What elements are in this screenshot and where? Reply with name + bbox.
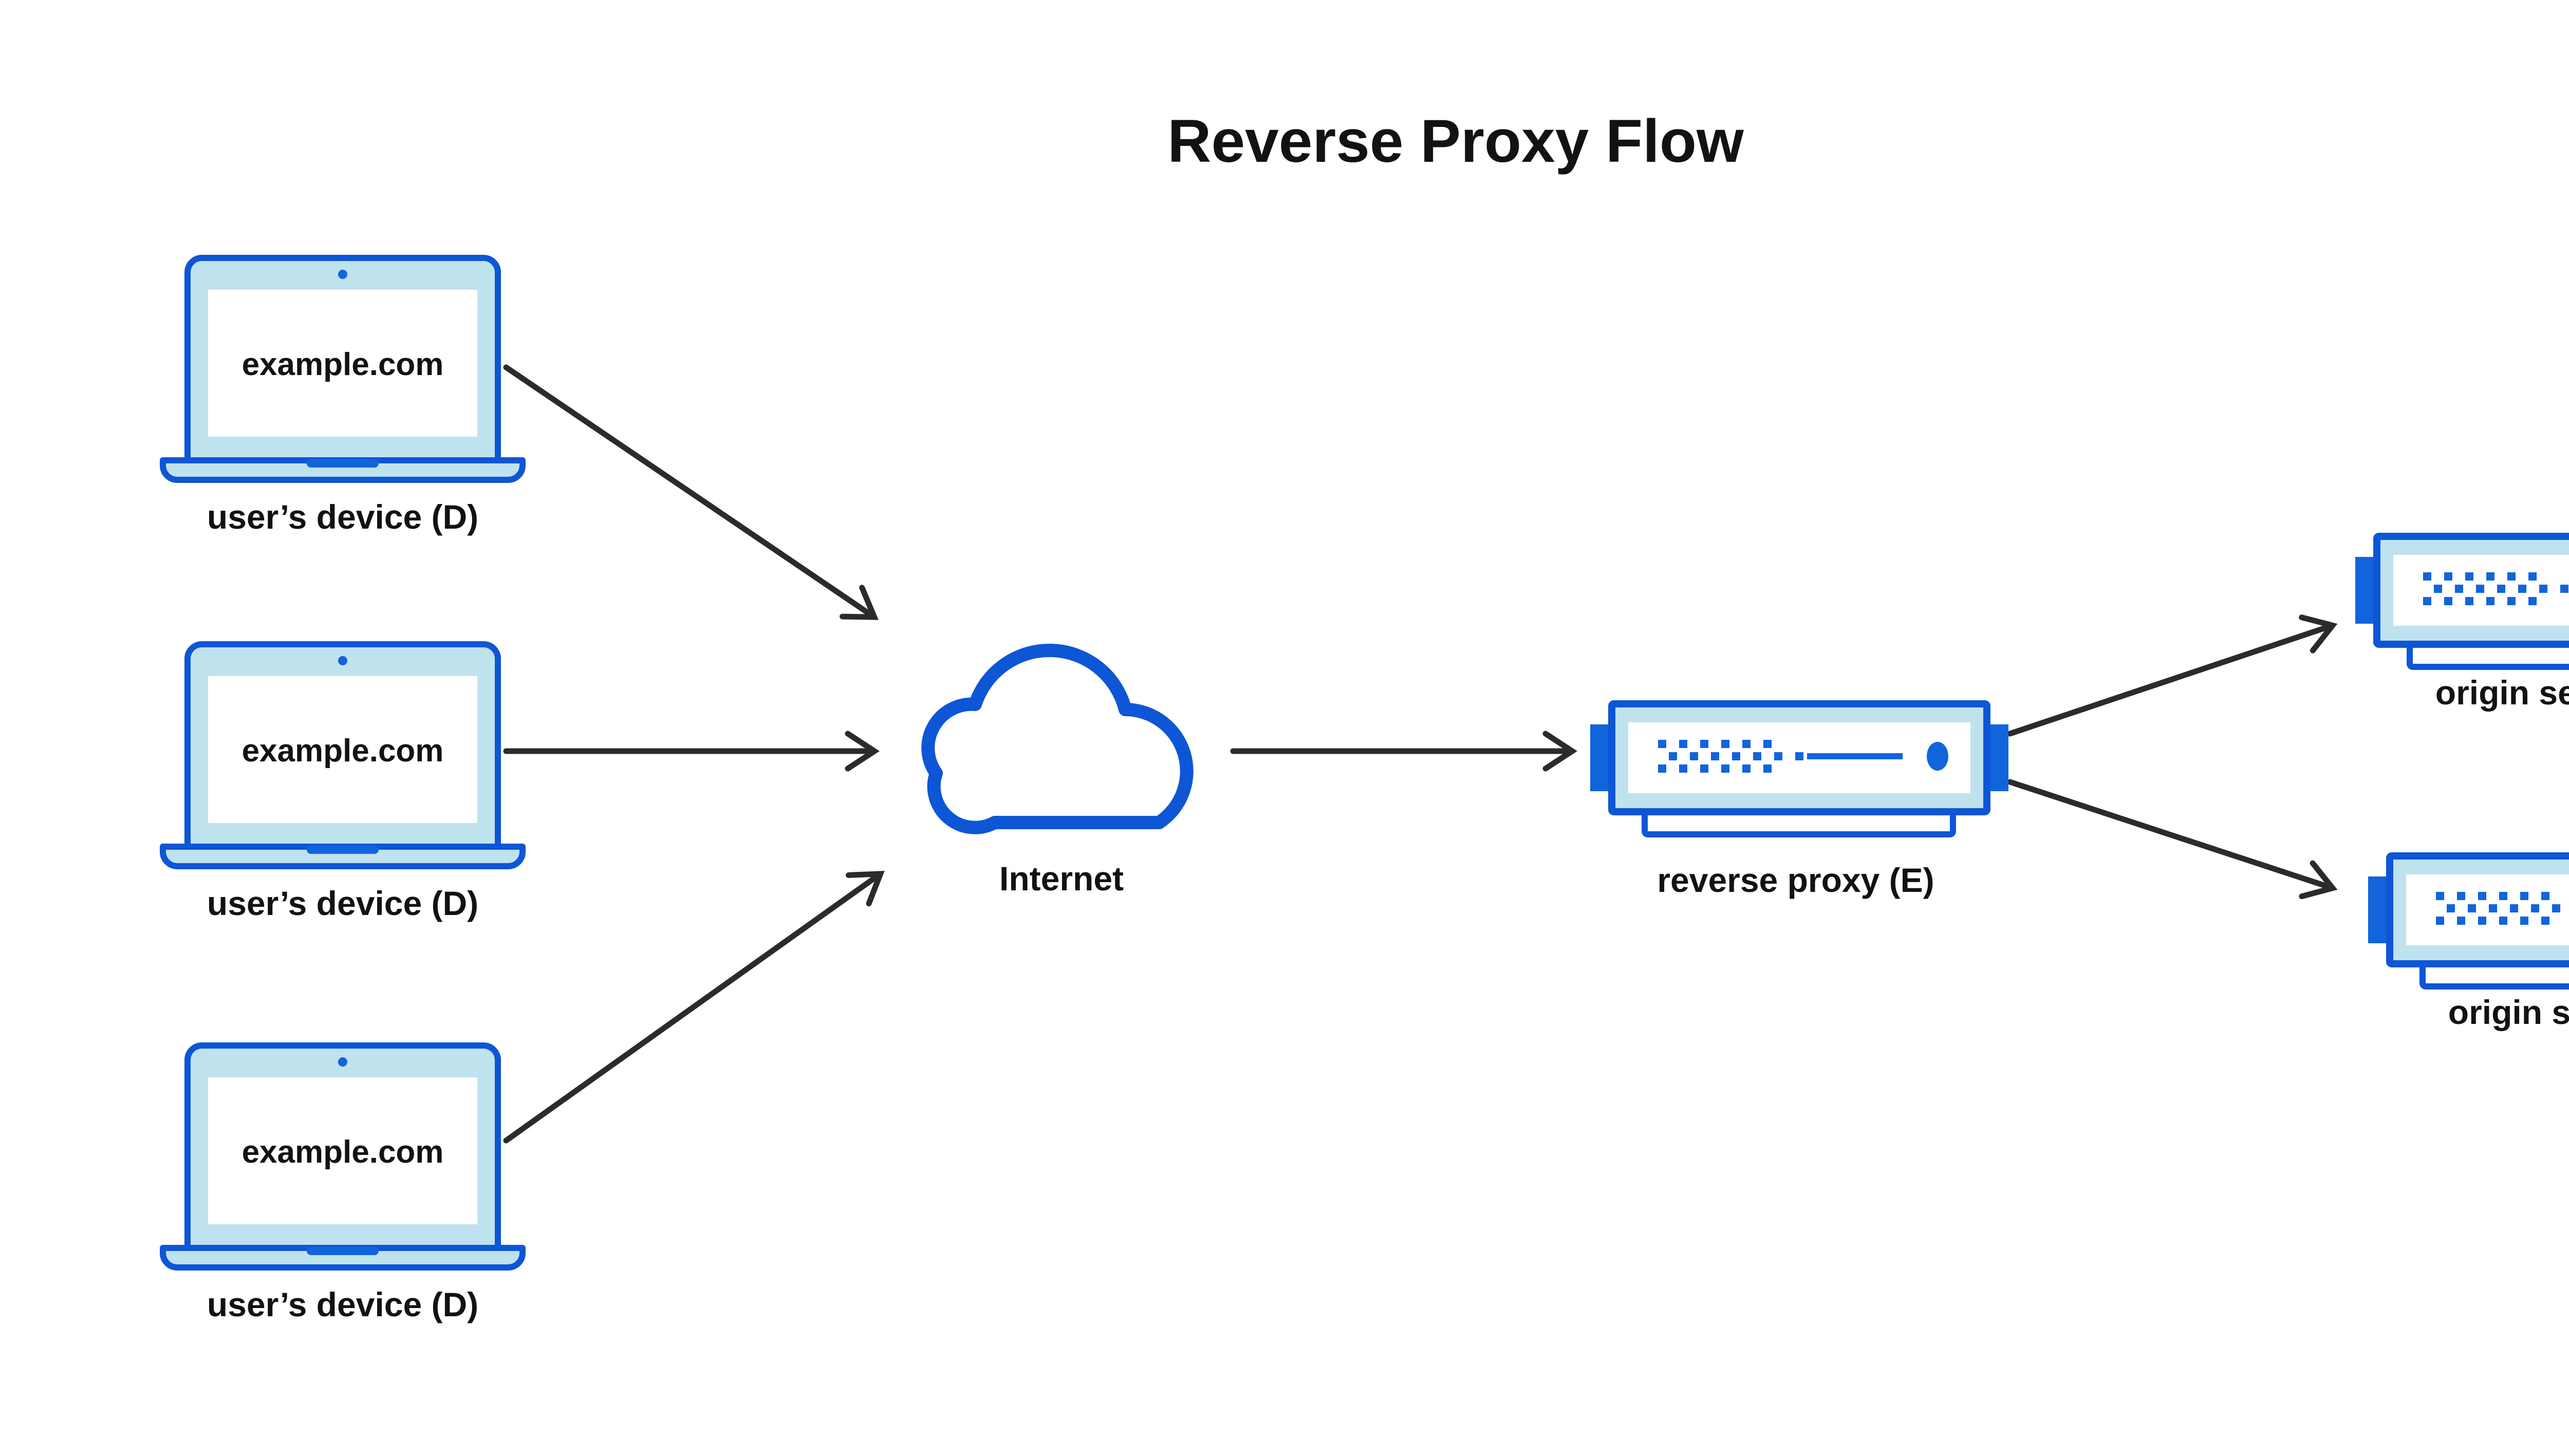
- origin-server2-label: origin server (F): [2448, 993, 2569, 1031]
- device1-screen-url: example.com: [242, 347, 444, 382]
- server-icon: [2368, 856, 2569, 986]
- device2-screen-url: example.com: [242, 733, 444, 769]
- user-device-2: example.com user’s device (D): [163, 644, 523, 922]
- connector-arrows: [503, 364, 2332, 1144]
- arrow-device1-to-internet: [503, 364, 873, 617]
- user-device-1: example.com user’s device (D): [163, 258, 523, 536]
- arrow-device3-to-internet: [503, 874, 880, 1144]
- device3-label: user’s device (D): [207, 1285, 478, 1323]
- arrow-proxy-to-origin2: [2007, 779, 2332, 888]
- reverse-proxy-label: reverse proxy (E): [1657, 861, 1934, 899]
- origin-server1-label: origin server (F): [2435, 674, 2569, 712]
- internet-label: Internet: [999, 860, 1124, 898]
- device2-label: user’s device (D): [207, 884, 478, 922]
- cloud-icon: [921, 643, 1194, 834]
- server-icon: [1590, 704, 2008, 834]
- origin-server-1: origin server (F): [2355, 536, 2569, 712]
- origin-server-2: origin server (F): [2368, 856, 2569, 1031]
- device1-label: user’s device (D): [207, 498, 478, 536]
- reverse-proxy-node: reverse proxy (E): [1590, 704, 2008, 899]
- arrow-proxy-to-origin1: [2007, 626, 2332, 737]
- diagram-title: Reverse Proxy Flow: [1167, 107, 1744, 175]
- internet-node: Internet: [921, 643, 1194, 898]
- server-icon: [2355, 536, 2569, 667]
- device3-screen-url: example.com: [242, 1134, 444, 1170]
- user-device-3: example.com user’s device (D): [163, 1046, 523, 1323]
